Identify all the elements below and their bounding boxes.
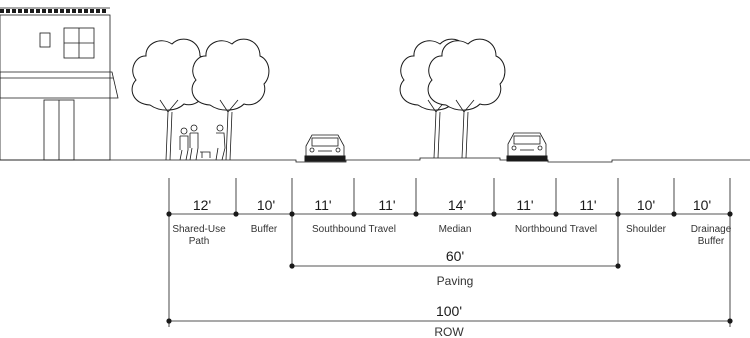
tree-icon [427, 38, 506, 159]
segment-width: 11' [579, 197, 596, 213]
car-icon [506, 132, 548, 162]
car-icon [304, 134, 346, 162]
segment-width: 12' [193, 197, 211, 213]
segment-label: Shared-Use [172, 224, 226, 235]
pedestrian-icon [179, 124, 226, 161]
segment-label: Path [189, 236, 210, 247]
segment-width: 11' [378, 197, 395, 213]
tree-icon [191, 38, 270, 161]
segment-width: 10' [637, 197, 655, 213]
segment-width: 14' [448, 197, 466, 213]
segment-label: Median [439, 224, 472, 235]
row-label: ROW [434, 325, 464, 338]
segment-label: Northbound Travel [515, 224, 597, 235]
segment-label: Drainage [691, 224, 732, 235]
row-width: 100' [436, 303, 462, 319]
tree-icon [131, 38, 210, 161]
segment-width: 11' [516, 197, 533, 213]
tick-marks [166, 211, 733, 217]
segment-width: 10' [693, 197, 711, 213]
segment-label: Shoulder [626, 224, 667, 235]
segment-labels: Shared-Use Path Buffer Southbound Travel… [172, 224, 731, 247]
building-icon [0, 7, 119, 161]
segment-label: Southbound Travel [312, 224, 396, 235]
ground-line [0, 157, 750, 163]
segment-width: 11' [314, 197, 331, 213]
segment-label: Buffer [251, 224, 278, 235]
dimension-lines [166, 178, 733, 327]
segment-width: 10' [257, 197, 275, 213]
paving-width: 60' [446, 248, 464, 264]
segment-label: Buffer [698, 236, 725, 247]
segment-widths: 12' 10' 11' 11' 14' 11' 11' 10' 10' [193, 197, 711, 213]
paving-label: Paving [437, 274, 474, 288]
